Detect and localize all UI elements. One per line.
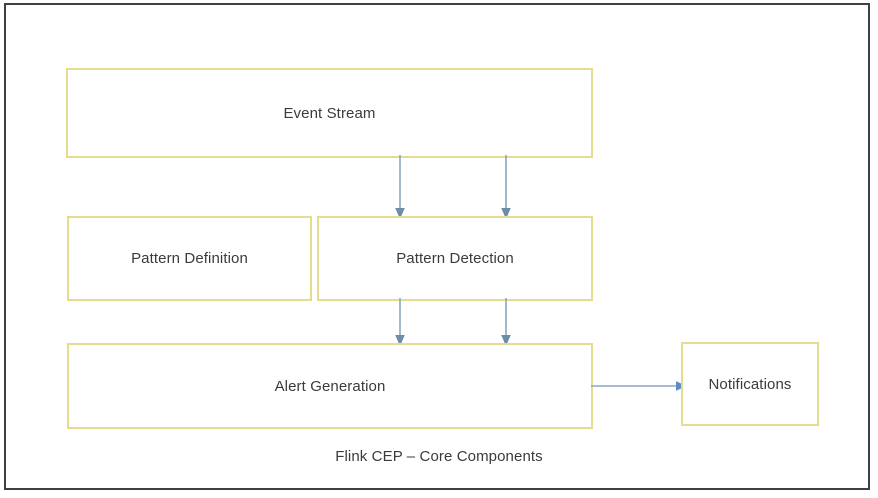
connector-pattern-detection-to-alert-generation-right: [501, 298, 511, 346]
connector-event-stream-to-pattern-detection-left: [395, 155, 405, 219]
connector-event-stream-to-pattern-detection-right: [501, 155, 511, 219]
connector-pattern-detection-to-alert-generation-left: [395, 298, 405, 346]
node-pattern-definition: Pattern Definition: [67, 216, 312, 301]
node-pattern-detection-label: Pattern Detection: [396, 250, 514, 267]
node-notifications: Notifications: [681, 342, 819, 426]
node-notifications-label: Notifications: [708, 375, 792, 393]
node-pattern-detection: Pattern Detection: [317, 216, 593, 301]
diagram-caption: Flink CEP – Core Components: [335, 448, 543, 465]
node-pattern-definition-label: Pattern Definition: [131, 250, 248, 267]
node-event-stream-label: Event Stream: [283, 104, 376, 122]
node-alert-generation: Alert Generation: [67, 343, 593, 429]
connector-alert-generation-to-notifications: [591, 381, 687, 391]
diagram-frame: Event Stream Pattern Definition Pattern …: [4, 3, 870, 490]
node-alert-generation-label: Alert Generation: [274, 377, 386, 395]
node-event-stream: Event Stream: [66, 68, 593, 158]
